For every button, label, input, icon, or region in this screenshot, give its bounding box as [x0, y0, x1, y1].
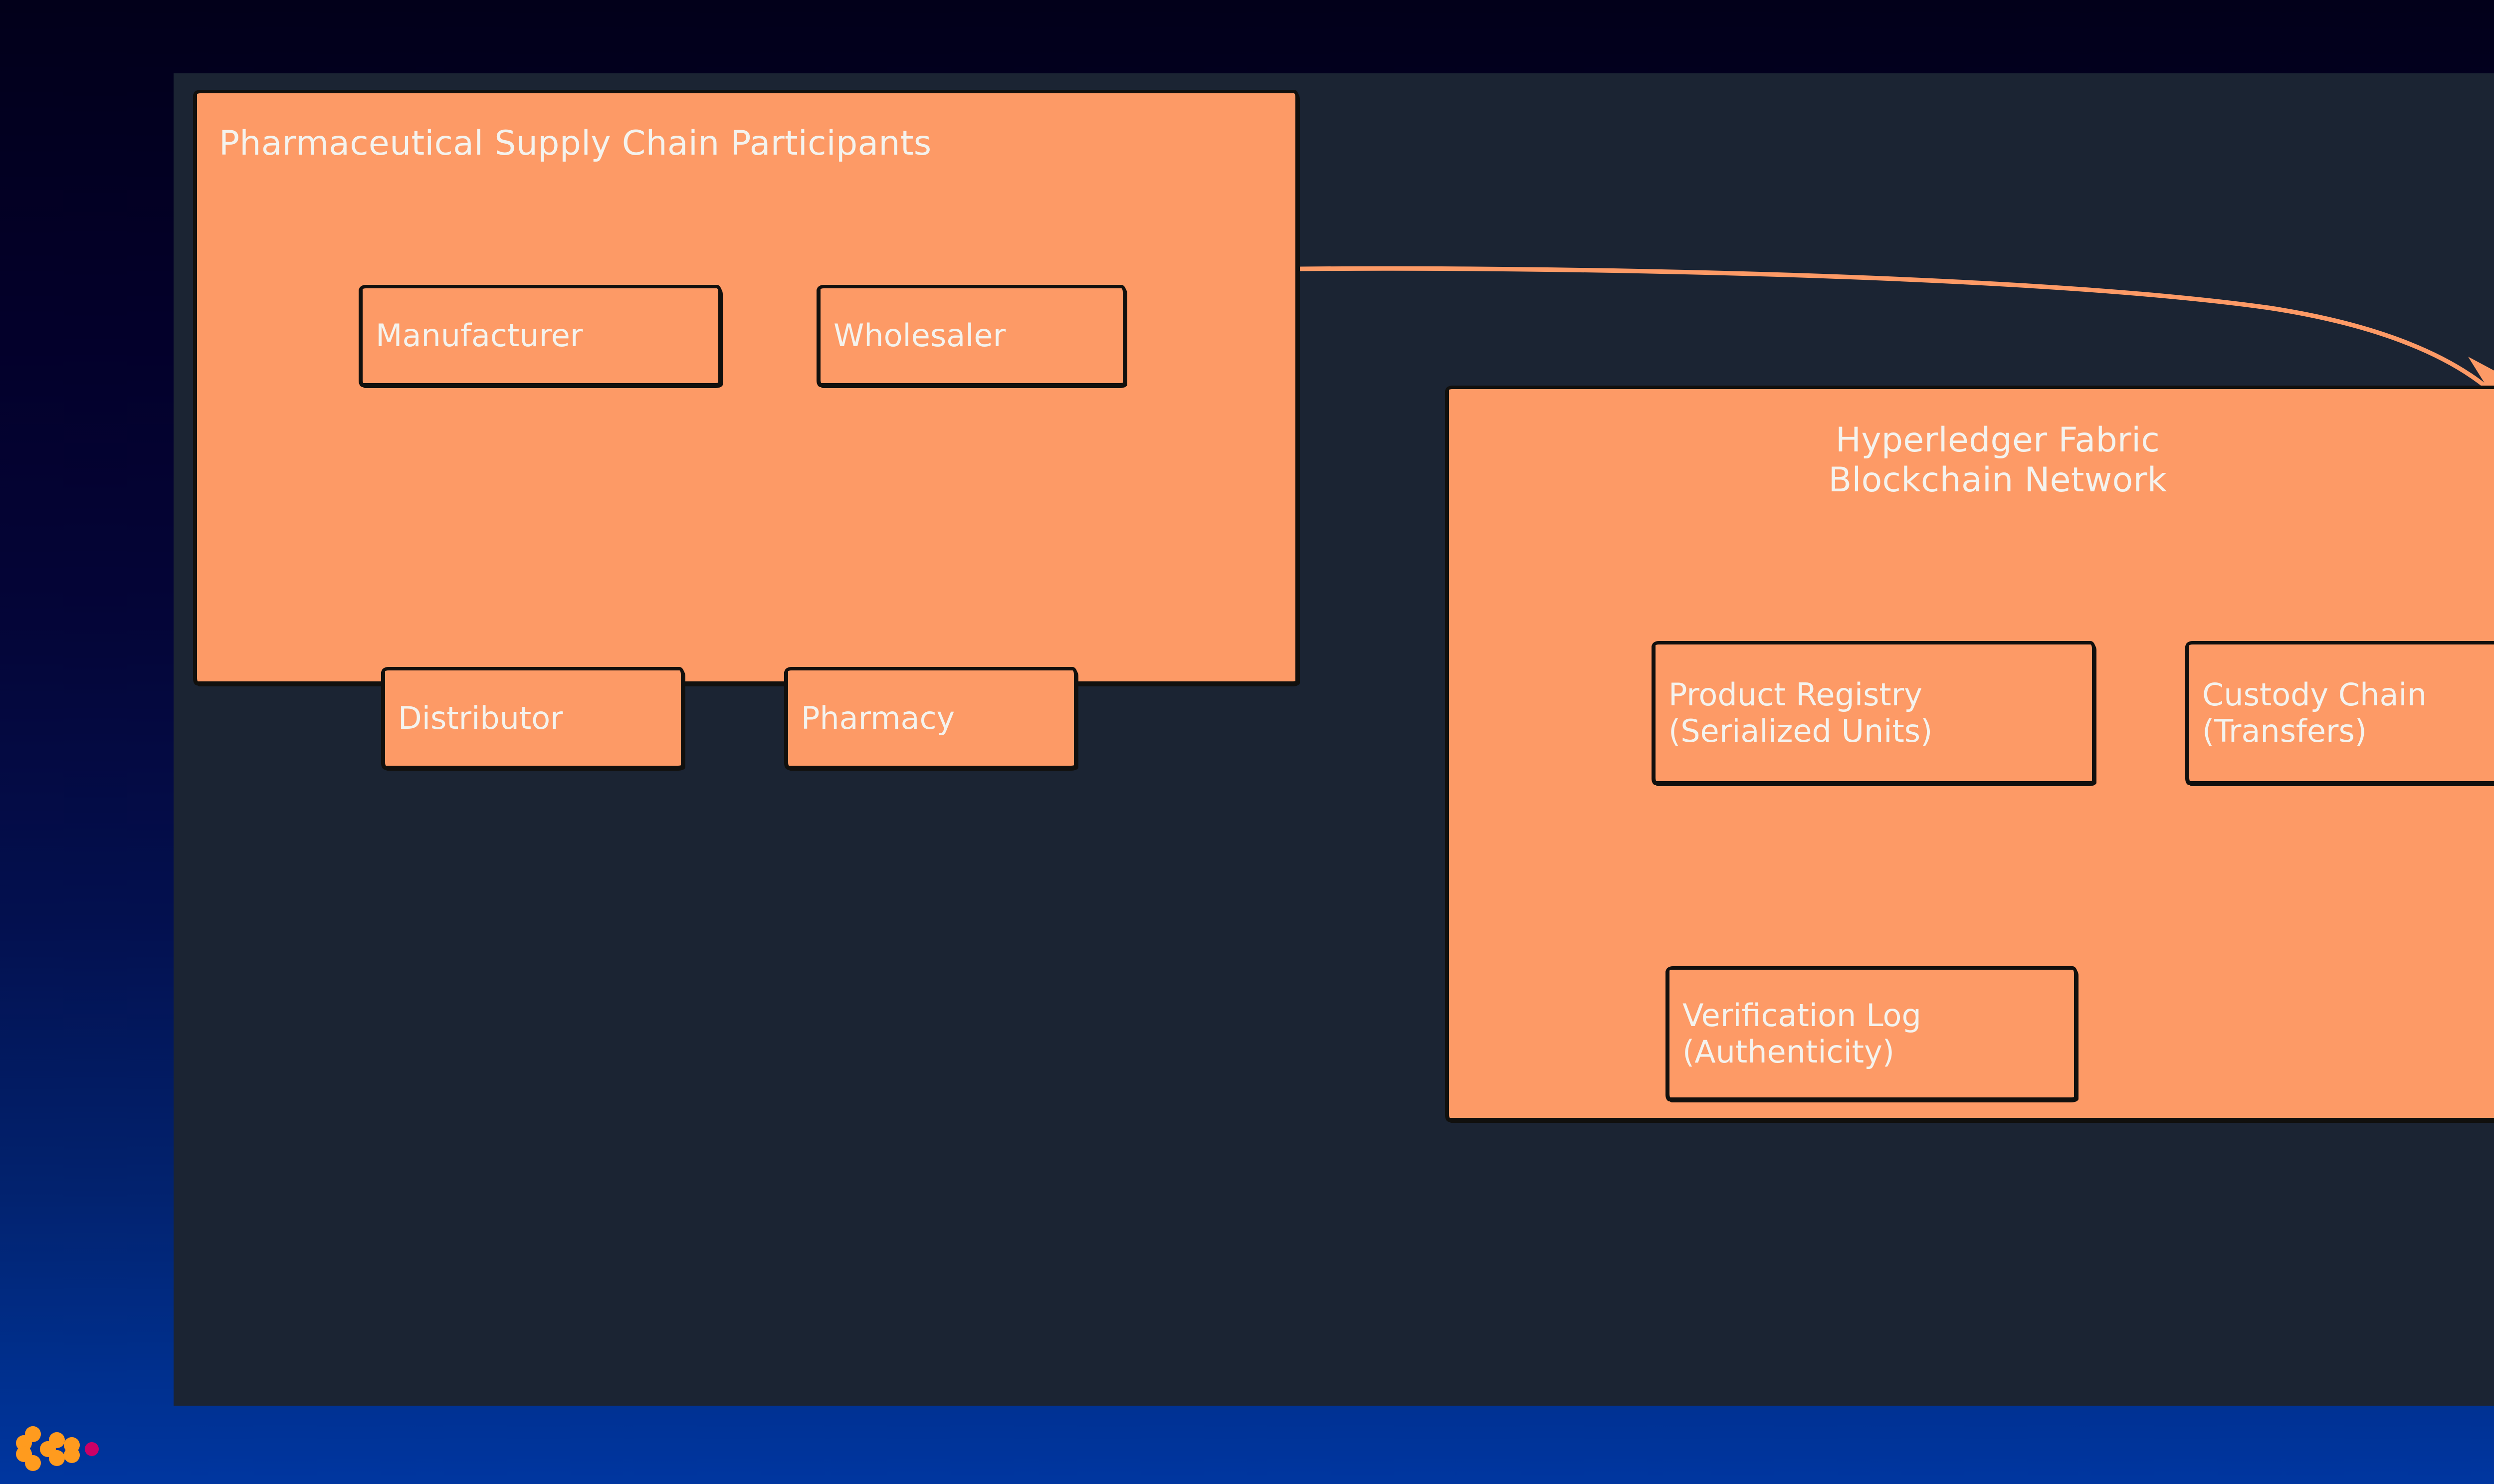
node-manufacturer-label: Manufacturer [376, 317, 583, 354]
node-verification-log-label: Verification Log (Authenticity) [1682, 997, 1921, 1070]
node-manufacturer[interactable]: Manufacturer [359, 285, 722, 387]
group-fabric-title: Hyperledger Fabric Blockchain Network [1828, 420, 2167, 500]
node-verification-log[interactable]: Verification Log (Authenticity) [1666, 966, 2078, 1101]
node-pharmacy[interactable]: Pharmacy [785, 667, 1077, 769]
logo-dot [64, 1447, 80, 1463]
node-distributor[interactable]: Distributor [382, 667, 684, 769]
excalidraw-dots-logo [9, 1424, 114, 1472]
node-custody-chain[interactable]: Custody Chain (Transfers) [2186, 641, 2494, 785]
logo-accent-dot [85, 1442, 99, 1456]
edge-participants-to-fabric [1298, 266, 2494, 397]
group-participants-title: Pharmaceutical Supply Chain Participants [219, 123, 932, 163]
node-product-registry[interactable]: Product Registry (Serialized Units) [1652, 641, 2095, 785]
node-product-registry-label: Product Registry (Serialized Units) [1668, 676, 1933, 749]
node-distributor-label: Distributor [398, 699, 563, 736]
logo-dot [25, 1455, 41, 1471]
node-pharmacy-label: Pharmacy [801, 699, 955, 736]
node-custody-chain-label: Custody Chain (Transfers) [2202, 676, 2427, 749]
node-wholesaler[interactable]: Wholesaler [817, 285, 1126, 387]
logo-dot [49, 1450, 65, 1466]
node-wholesaler-label: Wholesaler [833, 317, 1006, 354]
diagram-canvas: Pharmaceutical Supply Chain Participants… [174, 73, 2494, 1406]
group-participants[interactable]: Pharmaceutical Supply Chain Participants [194, 90, 1299, 685]
